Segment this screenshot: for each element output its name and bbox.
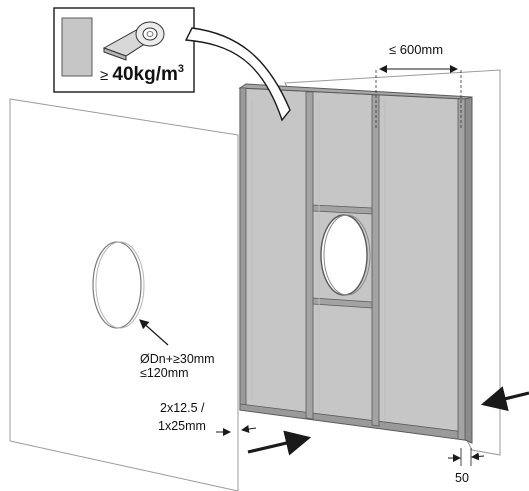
- wall-opening: [92, 241, 145, 329]
- assembly-arrow-left: [247, 430, 312, 456]
- hole-leader-arrow: [139, 319, 169, 346]
- board-dim-arrow-right: [241, 425, 257, 433]
- spacing-label: ≤ 600mm: [389, 42, 443, 57]
- insulation-callout: ≥ 40kg/m3: [53, 7, 291, 122]
- density-label: ≥ 40kg/m3: [100, 63, 184, 85]
- stud-width-label: 50: [455, 471, 469, 485]
- stud-frame-panel: [238, 83, 473, 444]
- board-thickness-label-2: 1x25mm: [158, 419, 206, 433]
- insulation-roll-icon: [102, 21, 165, 61]
- board-thickness-label-1: 2x12.5 /: [160, 401, 205, 415]
- stud-width-arrow-right: [471, 452, 485, 461]
- mineral-wool-sample-icon: [61, 17, 93, 77]
- hole-size-label-2: ≤120mm: [140, 366, 189, 380]
- assembly-arrow-right: [480, 386, 529, 412]
- hole-size-label-1: ØDn+≥30mm: [140, 352, 215, 366]
